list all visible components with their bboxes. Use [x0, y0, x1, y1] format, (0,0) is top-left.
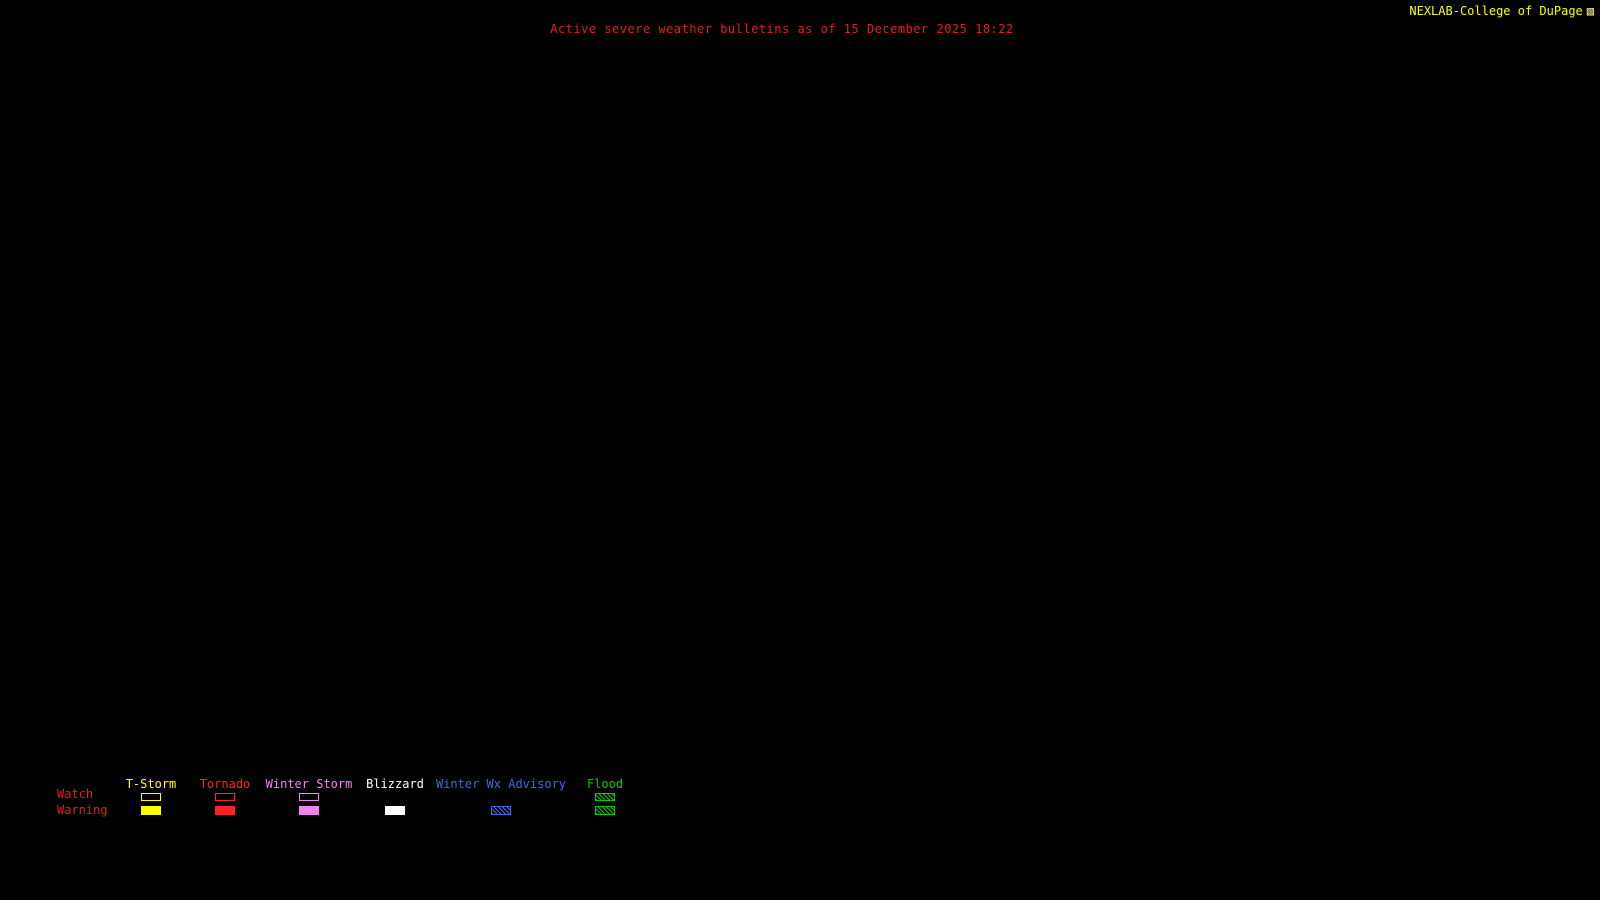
- winter-wx-advisory-warning-swatch: [491, 806, 511, 815]
- brand: NEXLAB-College of DuPage ▧: [1409, 4, 1594, 18]
- legend-column-winter-wx-advisory: Winter Wx Advisory: [434, 777, 568, 815]
- brand-label: NEXLAB-College of DuPage: [1409, 4, 1583, 18]
- legend-column-blizzard: Blizzard: [364, 777, 426, 815]
- page-title: Active severe weather bulletins as of 15…: [550, 22, 1014, 36]
- blizzard-warning-swatch: [385, 806, 405, 815]
- winter-storm-warning-swatch: [299, 806, 319, 815]
- legend-column-label: Winter Storm: [265, 777, 353, 791]
- flood-warning-swatch: [595, 806, 615, 815]
- legend-column-tstorm: T-Storm: [118, 777, 184, 815]
- brand-icon: ▧: [1586, 4, 1594, 18]
- tornado-warning-swatch: [215, 806, 235, 815]
- legend-column-winter-storm: Winter Storm: [263, 777, 355, 815]
- tornado-watch-swatch: [215, 793, 235, 801]
- legend-column-label: Tornado: [199, 777, 251, 791]
- legend-watch-row-label: Watch: [57, 787, 94, 801]
- legend-column-tornado: Tornado: [194, 777, 256, 815]
- legend: Watch Warning T-Storm Tornado Winter Sto…: [0, 770, 700, 830]
- legend-warning-row-label: Warning: [57, 803, 108, 817]
- tstorm-warning-swatch: [141, 806, 161, 815]
- legend-column-label: T-Storm: [125, 777, 177, 791]
- legend-column-label: Flood: [586, 777, 624, 791]
- legend-column-label: Winter Wx Advisory: [435, 777, 567, 791]
- legend-column-label: Blizzard: [366, 777, 424, 791]
- winter-storm-watch-swatch: [299, 793, 319, 801]
- flood-watch-swatch: [595, 793, 615, 801]
- tstorm-watch-swatch: [141, 793, 161, 801]
- legend-column-flood: Flood: [583, 777, 627, 815]
